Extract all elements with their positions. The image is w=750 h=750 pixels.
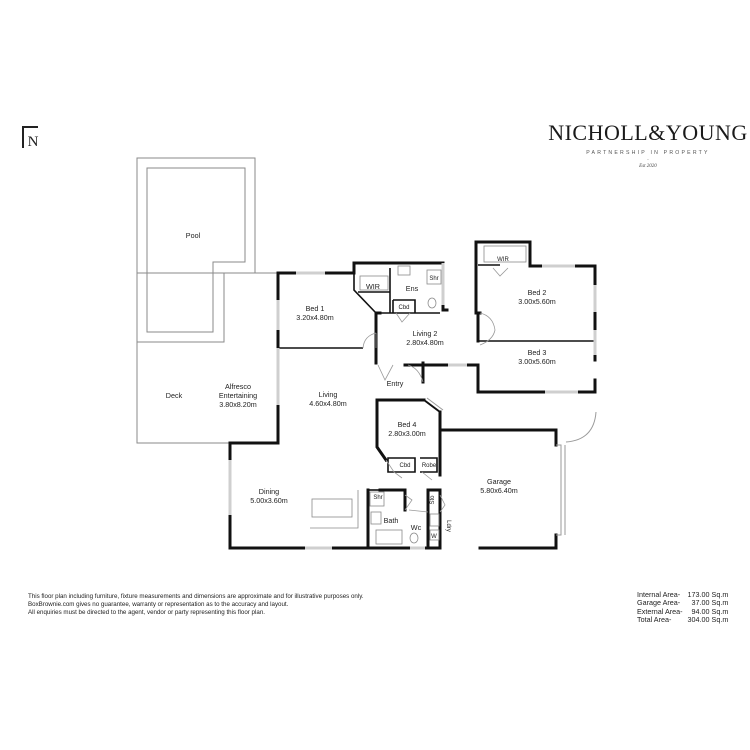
area-row: External Area- 94.00 Sq.m <box>637 606 729 616</box>
area-summary: Internal Area- 173.00 Sq.m Garage Area- 37… <box>637 590 729 624</box>
brand-name: NICHOLL&YOUNG <box>548 120 748 145</box>
room-label-living: Living <box>319 390 338 399</box>
room-label-bed4: Bed 4 <box>398 420 417 429</box>
room-label-deck: Deck <box>166 391 183 400</box>
room-label-w: W <box>431 534 437 540</box>
area-label: Total Area- <box>637 614 672 624</box>
room-label-cbd-bed4: Cbd <box>399 463 410 469</box>
room-label-wc: Wc <box>411 523 422 532</box>
disclaimer-line: All enquiries must be directed to the ag… <box>28 609 265 617</box>
room-label-robe: Robe <box>422 463 437 469</box>
brand-divider: - <box>647 157 649 163</box>
area-value: 173.00 Sq.m <box>687 590 729 599</box>
area-row: Internal Area- 173.00 Sq.m <box>637 590 729 599</box>
room-label-cbd-ens: Cbd <box>398 305 409 311</box>
pool-surround <box>136 157 256 274</box>
room-label-bed1: Bed 1 <box>306 304 325 313</box>
area-value: 94.00 Sq.m <box>691 606 729 616</box>
area-label: External Area- <box>637 606 683 616</box>
room-dims-living: 4.60x4.80m <box>309 399 347 408</box>
room-label-shr-ens: Shr <box>429 276 438 282</box>
room-label-wir1: WIR <box>366 282 380 291</box>
room-label-dining: Dining <box>259 487 279 496</box>
disclaimer: This floor plan including furniture, fix… <box>28 593 364 617</box>
brand-established: Est 2020 <box>639 164 657 169</box>
pool-water <box>146 167 246 333</box>
disclaimer-line: This floor plan including furniture, fix… <box>28 593 364 600</box>
area-row: Garage Area- 37.00 Sq.m <box>637 598 729 608</box>
room-label-ldry: Ldry <box>445 520 451 532</box>
area-label: Internal Area- <box>637 590 681 599</box>
brand-tagline: PARTNERSHIP IN PROPERTY <box>586 150 710 156</box>
north-arrow-icon: N <box>22 124 44 150</box>
room-label-entry: Entry <box>387 379 404 388</box>
room-dims-dining: 5.00x3.60m <box>250 496 288 505</box>
room-label-alfresco-1: Alfresco <box>225 382 251 391</box>
area-row: Total Area- 304.00 Sq.m <box>637 614 729 624</box>
area-label: Garage Area- <box>637 598 681 608</box>
room-dims-living2: 2.80x4.80m <box>406 338 444 347</box>
room-dims-garage: 5.80x6.40m <box>480 486 518 495</box>
disclaimer-line: BoxBrownie.com gives no guarantee, warra… <box>28 601 289 609</box>
deck-outline <box>136 342 230 444</box>
room-label-sto: Sto <box>430 495 436 505</box>
area-value: 304.00 Sq.m <box>687 614 729 624</box>
room-label-bath: Bath <box>384 516 399 525</box>
room-label-pool: Pool <box>186 231 201 240</box>
svg-text:N: N <box>28 134 39 150</box>
room-label-alfresco-2: Entertaining <box>219 391 257 400</box>
room-dims-bed1: 3.20x4.80m <box>296 313 334 322</box>
room-label-garage: Garage <box>487 477 511 486</box>
room-dims-bed2: 3.00x5.60m <box>518 297 556 306</box>
room-label-wir2: WIR <box>497 257 509 263</box>
room-label-bed2: Bed 2 <box>528 288 547 297</box>
room-dims-bed4: 2.80x3.00m <box>388 429 426 438</box>
brand-logo: NICHOLL&YOUNG PARTNERSHIP IN PROPERTY - … <box>548 120 748 169</box>
room-label-living2: Living 2 <box>413 329 438 338</box>
room-dims-bed3: 3.00x5.60m <box>518 357 556 366</box>
room-dims-alfresco: 3.80x8.20m <box>219 400 257 409</box>
room-label-ens: Ens <box>406 284 419 293</box>
room-label-bed3: Bed 3 <box>528 348 547 357</box>
room-label-shr-bath: Shr <box>373 495 382 501</box>
area-value: 37.00 Sq.m <box>691 598 729 608</box>
